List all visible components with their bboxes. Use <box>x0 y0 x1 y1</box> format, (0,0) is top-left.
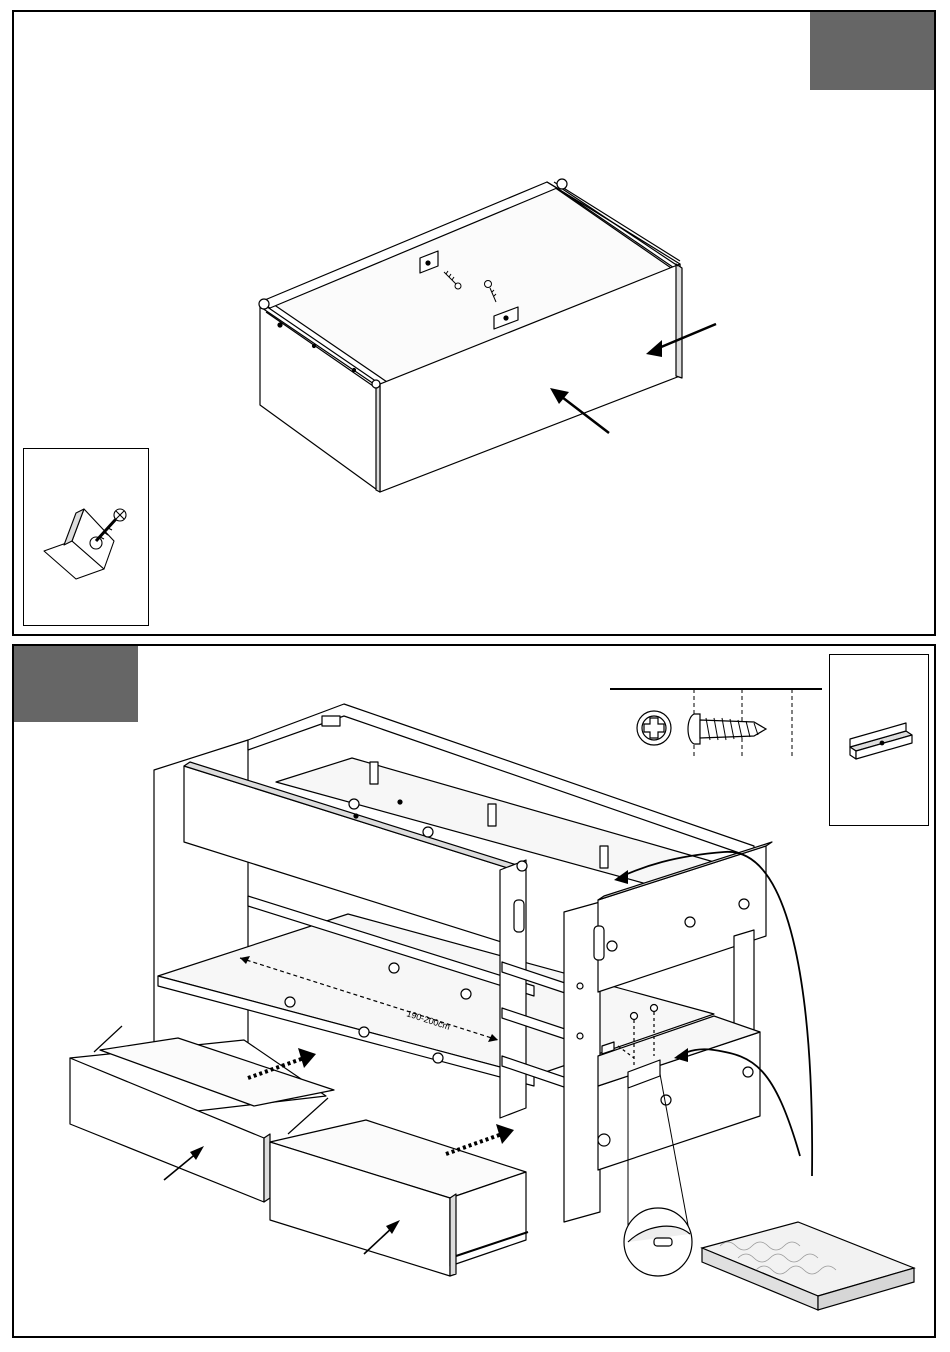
ladder-rear-post <box>500 860 526 1118</box>
mattress-icon <box>702 1222 914 1310</box>
bed-assembly-diagram: 190-200cm <box>14 646 934 1336</box>
assembly-step-bottom-panel: 190-200cm <box>12 644 936 1338</box>
assembly-step-top-panel <box>12 10 936 636</box>
corner-bracket-icon <box>830 655 927 824</box>
bracket-with-screw-icon <box>24 449 147 624</box>
corner-bracket-detail-inset <box>829 654 929 826</box>
bracket-detail-inset <box>23 448 149 626</box>
phillips-screw-icon <box>610 689 822 756</box>
drawer-assembly-diagram <box>14 12 934 634</box>
